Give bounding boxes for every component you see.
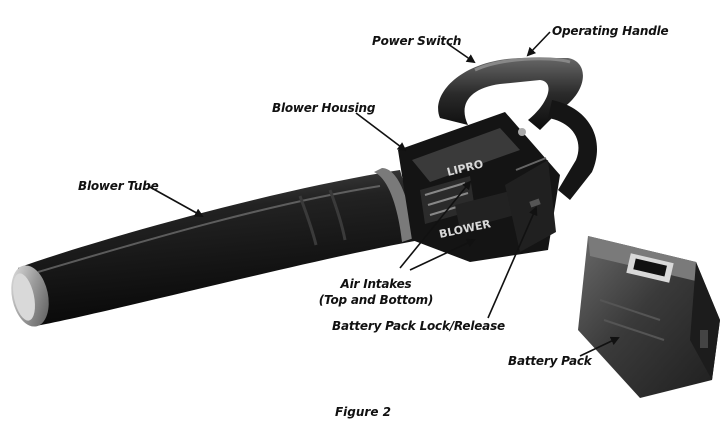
label-power-switch: Power Switch [372, 34, 462, 48]
arrow-battery-pack [579, 336, 620, 357]
label-battery-lock: Battery Pack Lock/Release [332, 319, 505, 333]
label-blower-tube: Blower Tube [78, 179, 159, 193]
label-battery-pack: Battery Pack [508, 354, 592, 368]
battery-pack [578, 236, 720, 398]
label-air-intakes-line2: (Top and Bottom) [318, 293, 434, 307]
arrow-blower-tube [147, 185, 204, 217]
arrow-power-switch [447, 43, 476, 64]
arrow-air-intake-bottom [409, 238, 476, 271]
label-air-intakes: Air Intakes (Top and Bottom) [318, 276, 434, 308]
leader-arrows [147, 31, 620, 357]
blower-housing: BLOWER LIPRO [398, 112, 560, 262]
label-air-intakes-line1: Air Intakes [340, 277, 412, 291]
blower-tube [18, 170, 420, 326]
arrow-blower-housing [355, 112, 407, 152]
housing-collar [374, 168, 414, 242]
operating-handle [438, 57, 598, 200]
arrow-air-intake-top [399, 180, 472, 269]
arrow-operating-handle [526, 31, 551, 57]
arrow-battery-lock [487, 206, 538, 319]
label-blower-housing: Blower Housing [272, 101, 376, 115]
figure-caption: Figure 2 [334, 405, 392, 419]
label-operating-handle: Operating Handle [552, 24, 669, 38]
nozzle-ring [11, 265, 49, 327]
